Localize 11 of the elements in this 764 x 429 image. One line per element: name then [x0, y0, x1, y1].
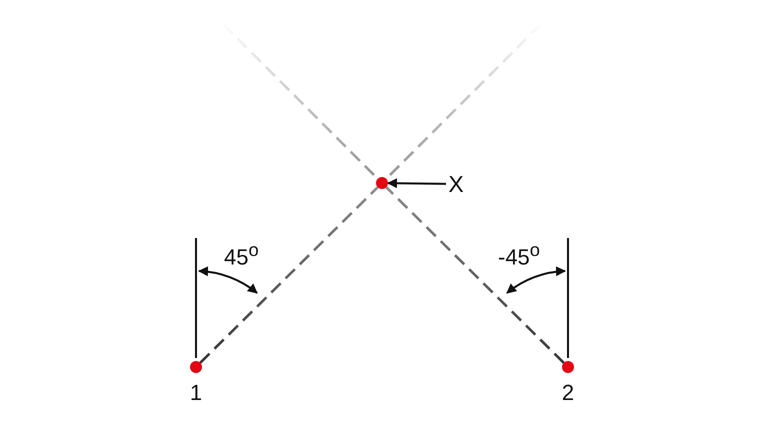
- point-marker: [190, 361, 202, 373]
- point-label: X: [446, 171, 466, 197]
- point-label: 1: [188, 381, 204, 405]
- angle-label: 45$^{o}$: [224, 238, 259, 270]
- point-marker: [562, 361, 574, 373]
- arrow: [387, 178, 446, 188]
- dashed-line: [199, 186, 379, 364]
- dashed-line: [385, 186, 565, 364]
- point-label: 2: [560, 381, 576, 405]
- angle-label: -45$^{o}$: [498, 238, 540, 270]
- point-marker: [376, 177, 388, 189]
